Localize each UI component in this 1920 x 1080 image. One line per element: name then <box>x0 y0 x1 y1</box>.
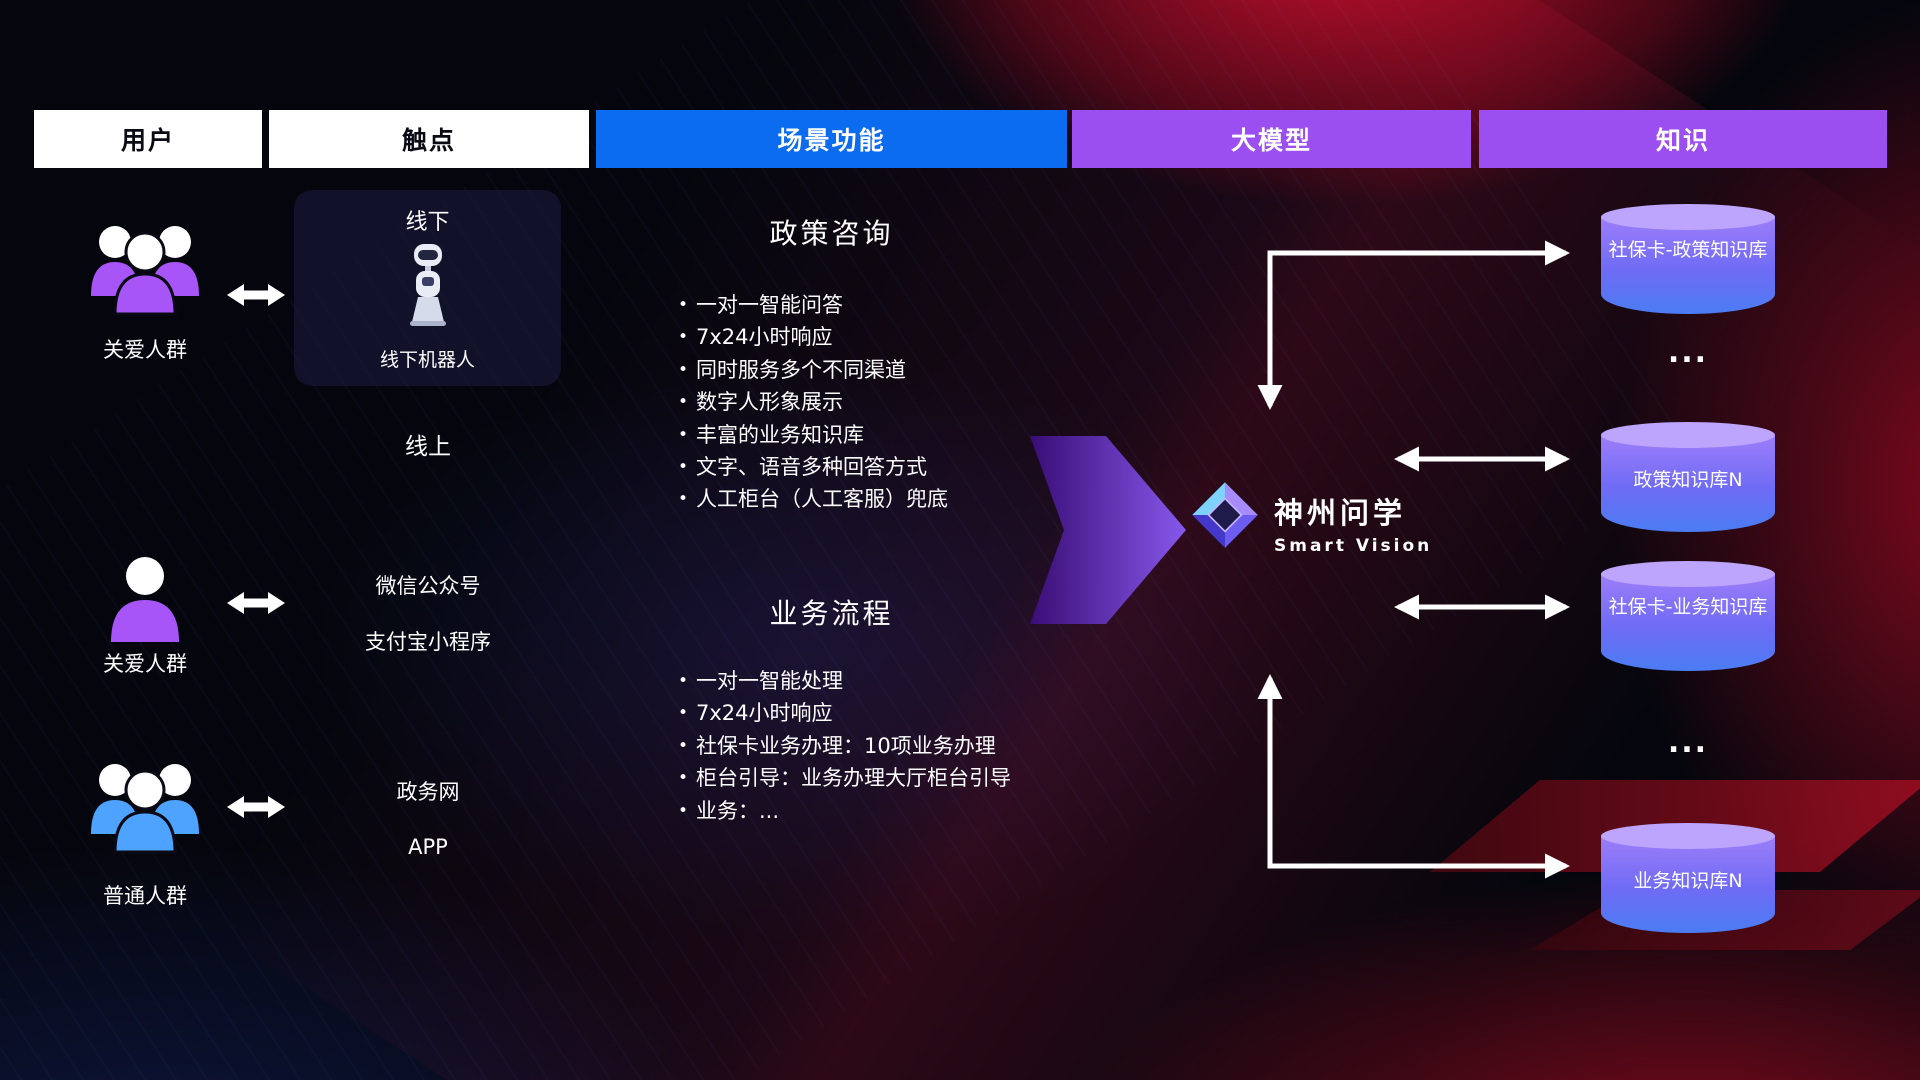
header-col-touch: 触点 <box>269 110 589 168</box>
big-flow-arrow <box>1030 436 1186 624</box>
db-label: 业务知识库N <box>1633 870 1743 892</box>
channel-app: APP <box>408 835 448 859</box>
header-col-users: 用户 <box>34 110 262 168</box>
model-brand-subtitle: Smart Vision <box>1274 536 1433 556</box>
db-cylinder-top <box>1601 561 1775 587</box>
bullet-item: 丰富的业务知识库 <box>676 419 1106 452</box>
channel-govweb: 政务网 <box>396 780 460 804</box>
db-cylinder-body <box>1601 217 1775 314</box>
bullet-item: 一对一智能处理 <box>676 665 1106 698</box>
bullet-item: 文字、语音多种回答方式 <box>676 451 1106 484</box>
scene-title-business: 业务流程 <box>769 597 894 630</box>
db-cylinder-top <box>1601 823 1775 849</box>
bullet-item: 社保卡业务办理：10项业务办理 <box>676 730 1106 763</box>
offline-touchpoint-card: 线下 线下机器人 <box>294 190 561 386</box>
bidirectional-arrow-icon <box>227 282 285 308</box>
db-label: 政策知识库N <box>1633 469 1743 491</box>
bullet-item: 业务：... <box>676 795 1106 828</box>
bullet-item: 数字人形象展示 <box>676 386 1106 419</box>
online-title: 线上 <box>405 434 451 460</box>
knowledge-db-policy-sscard: 社保卡-政策知识库 <box>1601 204 1775 314</box>
offline-robot-label: 线下机器人 <box>379 349 475 371</box>
knowledge-db-policy-n: 政策知识库N <box>1601 422 1775 532</box>
db-cylinder-top <box>1601 204 1775 230</box>
bullet-item: 一对一智能问答 <box>676 289 1106 322</box>
knowledge-ellipsis-2: ... <box>1667 725 1709 760</box>
user-group-icon-general <box>75 750 215 866</box>
knowledge-db-business-sscard: 社保卡-业务知识库 <box>1601 561 1775 671</box>
bullet-item: 柜台引导：业务办理大厅柜台引导 <box>676 762 1106 795</box>
user-label-care-1: 关爱人群 <box>103 338 187 362</box>
robot-icon <box>294 242 561 332</box>
db-cylinder-body <box>1601 435 1775 532</box>
db-label: 社保卡-业务知识库 <box>1608 596 1768 618</box>
db-cylinder-body <box>1601 574 1775 671</box>
bidirectional-arrow-icon <box>227 590 285 616</box>
smart-vision-logo-icon <box>1190 480 1260 550</box>
header-col-model: 大模型 <box>1072 110 1471 168</box>
business-bullet-list: 一对一智能处理 7x24小时响应 社保卡业务办理：10项业务办理 柜台引导：业务… <box>676 665 1106 827</box>
offline-title: 线下 <box>405 210 450 235</box>
model-brand-name: 神州问学 <box>1274 496 1407 530</box>
user-label-general: 普通人群 <box>103 884 187 908</box>
channel-wechat: 微信公众号 <box>375 574 481 598</box>
bullet-item: 7x24小时响应 <box>676 697 1106 730</box>
bullet-item: 人工柜台（人工客服）兜底 <box>676 483 1106 516</box>
knowledge-db-business-n: 业务知识库N <box>1601 823 1775 933</box>
bullet-item: 7x24小时响应 <box>676 321 1106 354</box>
header-col-knowledge: 知识 <box>1479 110 1887 168</box>
bullet-item: 同时服务多个不同渠道 <box>676 354 1106 387</box>
knowledge-ellipsis-1: ... <box>1667 335 1709 370</box>
user-label-care-2: 关爱人群 <box>103 652 187 676</box>
channel-alipay: 支付宝小程序 <box>365 630 491 654</box>
db-label: 社保卡-政策知识库 <box>1608 239 1768 261</box>
db-cylinder-body <box>1601 836 1775 933</box>
user-person-icon-care <box>95 552 195 652</box>
header-col-scenes: 场景功能 <box>596 110 1067 168</box>
db-cylinder-top <box>1601 422 1775 448</box>
scene-title-policy: 政策咨询 <box>769 217 894 250</box>
policy-bullet-list: 一对一智能问答 7x24小时响应 同时服务多个不同渠道 数字人形象展示 丰富的业… <box>676 289 1106 516</box>
user-group-icon-care <box>75 212 215 328</box>
bidirectional-arrow-icon <box>227 794 285 820</box>
